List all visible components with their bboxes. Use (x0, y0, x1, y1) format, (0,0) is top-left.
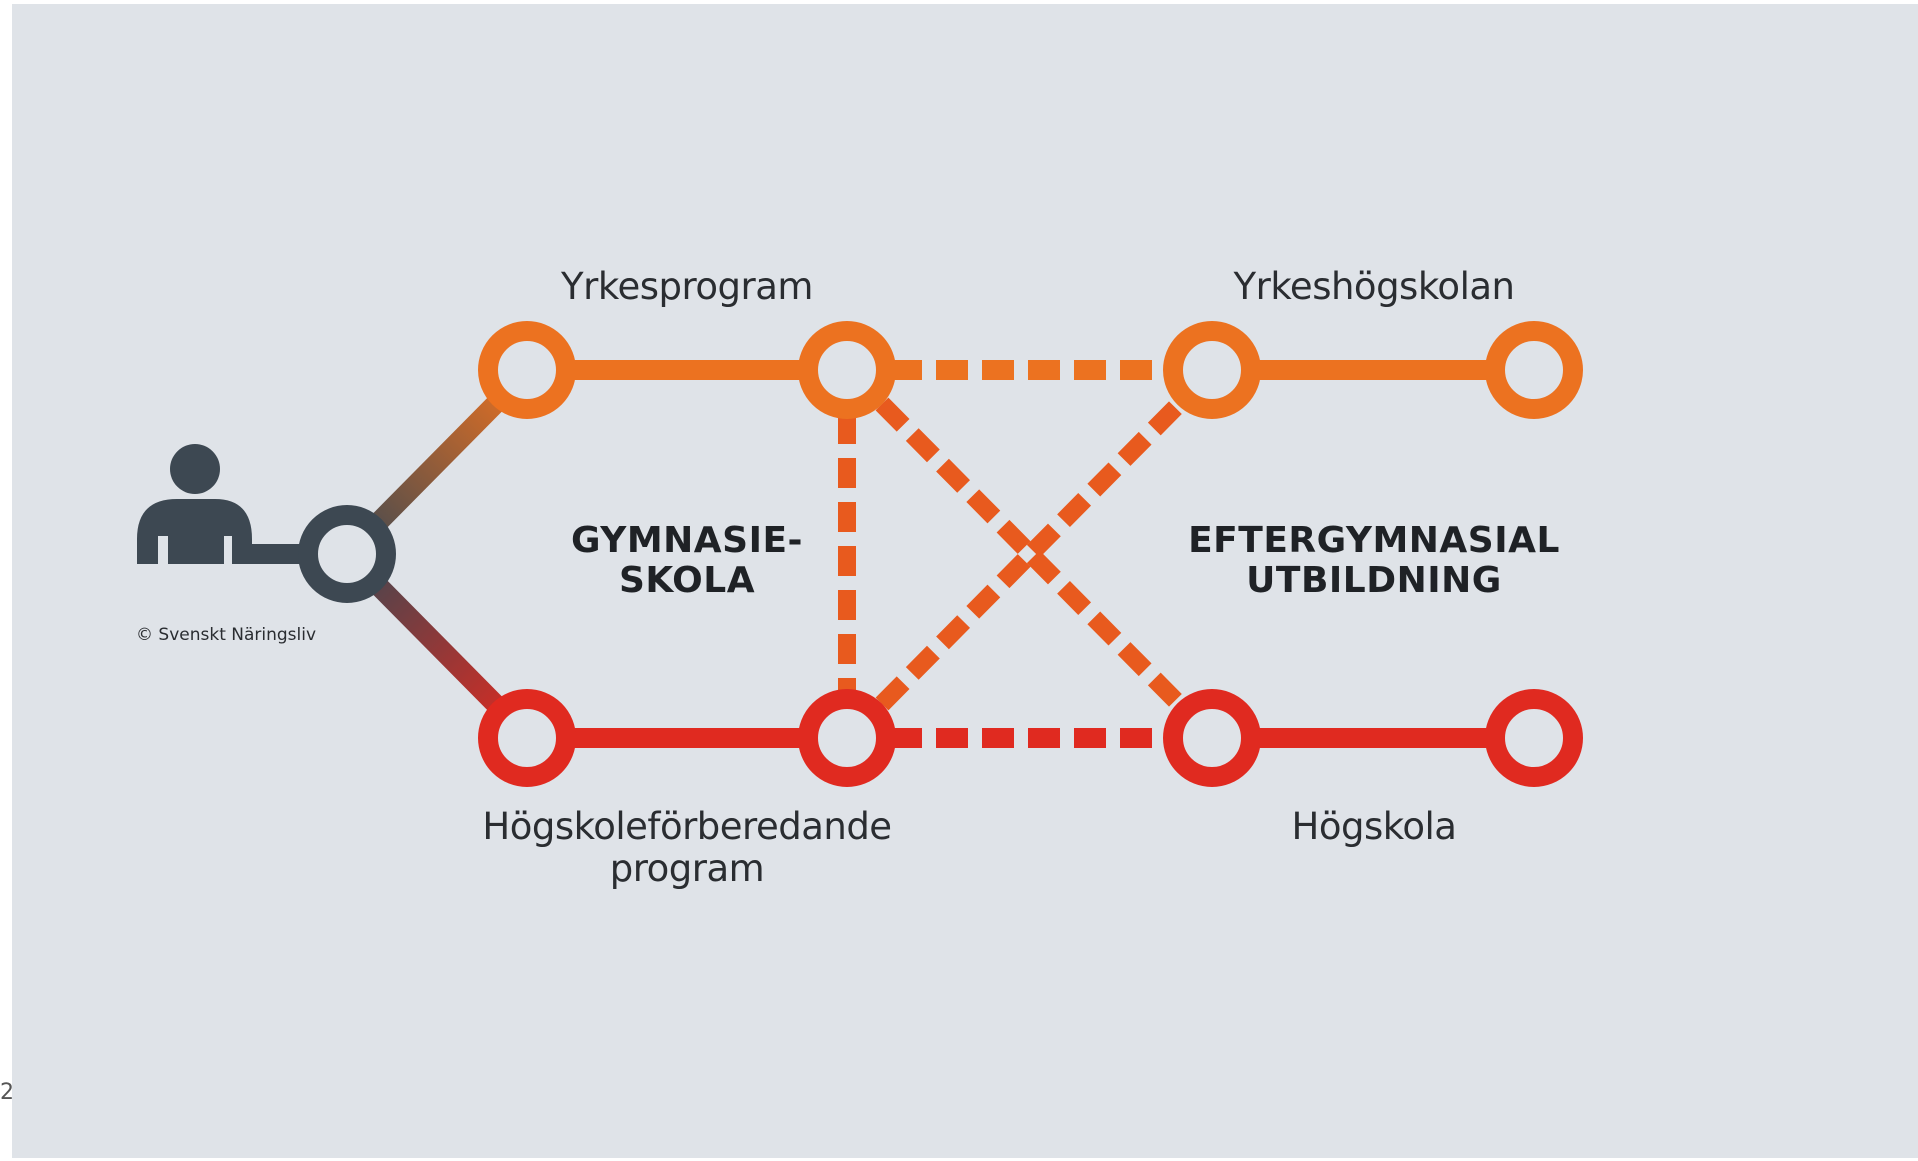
node-hogskoleforberedande-start (478, 689, 576, 787)
diagonal-dashed-line-down (875, 397, 1191, 716)
region-eftergymnasial-line1: EFTERGYMNASIAL (1188, 520, 1560, 561)
label-yrkesprogram: Yrkesprogram (560, 265, 813, 308)
copyright-credit: © Svenskt Näringsliv (136, 625, 316, 645)
diagram-canvas: Yrkesprogram Yrkeshögskolan Högskoleförb… (12, 4, 1918, 1158)
node-yrkesprogram-start (478, 321, 576, 419)
node-yrkeshogskolan-end (1485, 321, 1583, 419)
label-yrkeshogskolan: Yrkeshögskolan (1233, 265, 1515, 308)
region-gymnasieskola-line1: GYMNASIE- (571, 520, 803, 561)
edge-glyph: 2 (0, 1080, 14, 1105)
person-icon (137, 444, 252, 564)
education-pathway-diagram: Yrkesprogram Yrkeshögskolan Högskoleförb… (136, 265, 1583, 890)
region-eftergymnasial-line2: UTBILDNING (1246, 560, 1502, 601)
node-hogskola-end (1485, 689, 1583, 787)
label-hogskoleforberedande: Högskoleförberedande (482, 805, 891, 848)
label-hogskola: Högskola (1292, 805, 1457, 848)
diagonal-dashed-line-up (875, 392, 1191, 711)
label-program: program (610, 847, 764, 890)
node-hogskoleforberedande-end (798, 689, 896, 787)
node-yrkeshogskolan-start (1163, 321, 1261, 419)
region-gymnasieskola-line2: SKOLA (619, 560, 755, 601)
node-yrkesprogram-end (798, 321, 896, 419)
start-node (298, 505, 396, 603)
node-hogskola-start (1163, 689, 1261, 787)
